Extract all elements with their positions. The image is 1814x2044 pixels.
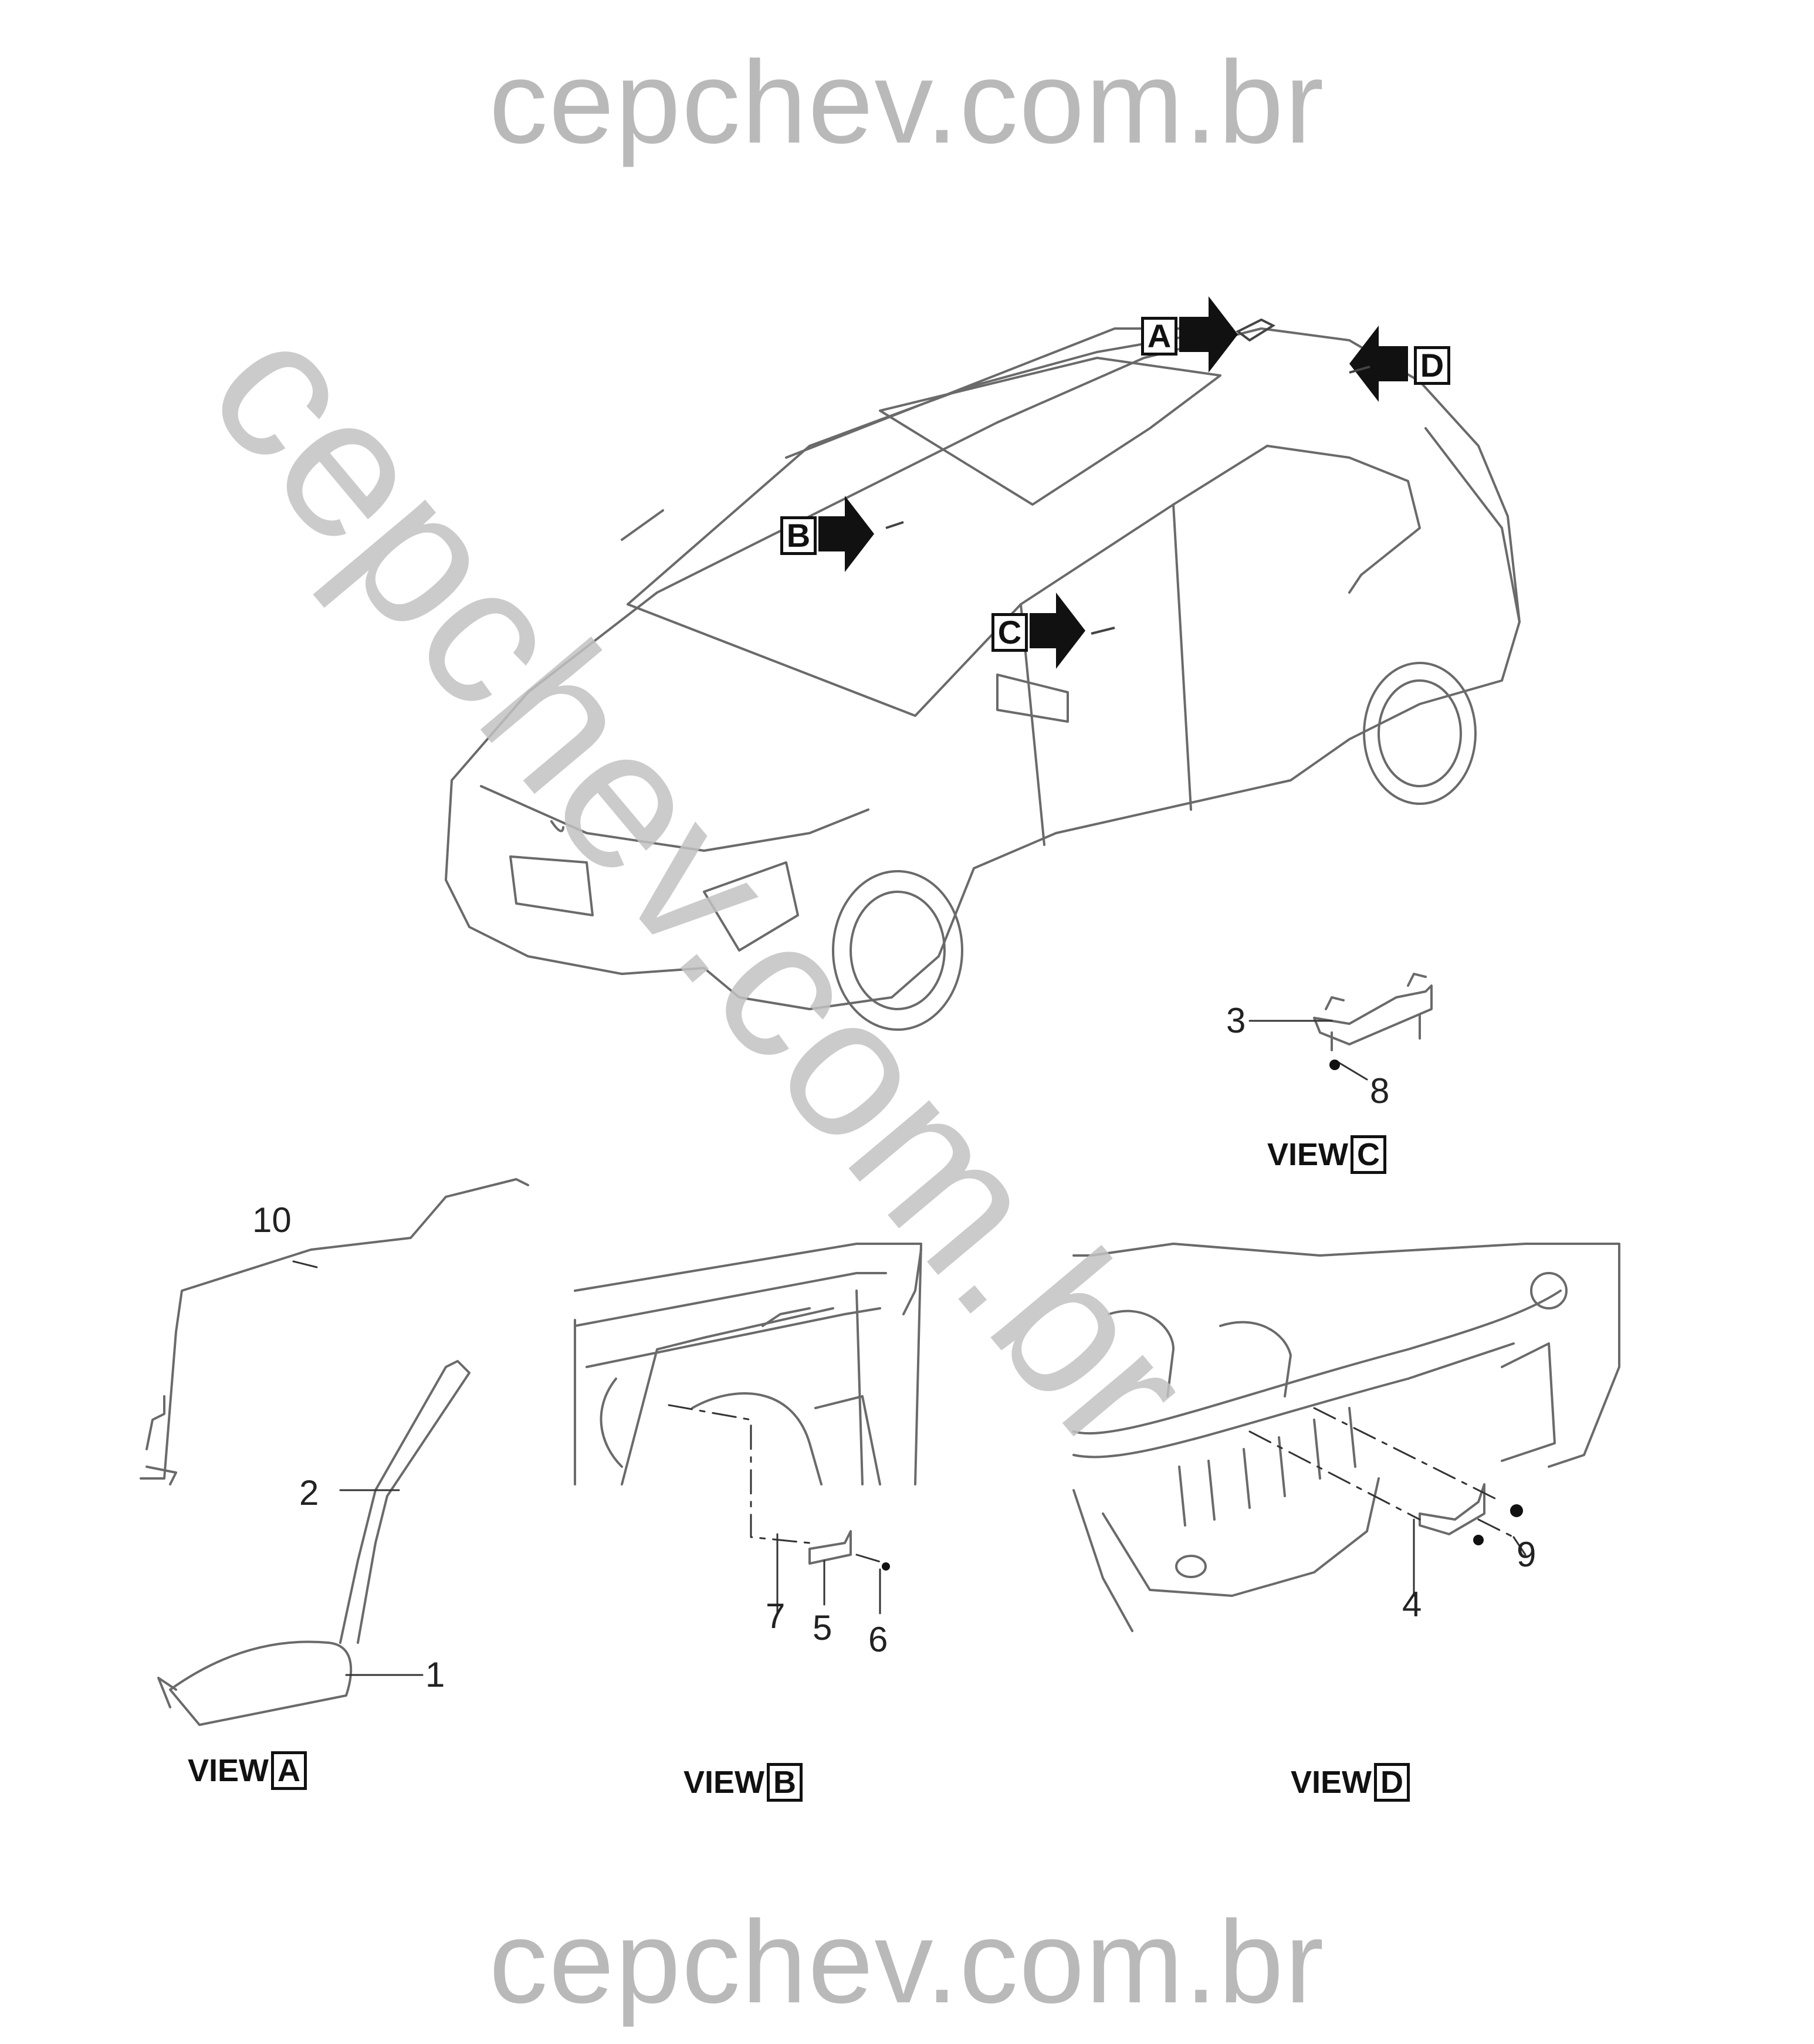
view-c-art: [1313, 973, 1433, 1051]
view-d-letter: D: [1374, 1763, 1410, 1802]
view-marker-b: B: [780, 516, 817, 555]
callout-4: 4: [1402, 1585, 1422, 1624]
view-b-art: [574, 1243, 922, 1565]
view-marker-a: A: [1141, 317, 1177, 356]
view-a-prefix: VIEW: [188, 1753, 269, 1788]
fasteners: [882, 1060, 1523, 1571]
callout-1: 1: [425, 1655, 445, 1694]
arrow-c: [1030, 593, 1085, 669]
watermark-bottom: cepchev.com.br: [489, 1897, 1325, 2028]
dashed-alignment: [668, 1404, 1515, 1565]
arrow-b: [818, 496, 874, 572]
callout-9: 9: [1517, 1535, 1537, 1574]
view-b-prefix: VIEW: [683, 1765, 765, 1800]
callout-3: 3: [1226, 1001, 1246, 1040]
callout-5: 5: [813, 1608, 832, 1647]
direction-arrows: [818, 296, 1408, 669]
view-c-prefix: VIEW: [1267, 1137, 1349, 1172]
view-marker-c: C: [991, 613, 1028, 652]
leader-lines: [292, 1020, 1527, 1676]
callout-7: 7: [766, 1596, 786, 1636]
arrow-d: [1349, 326, 1408, 402]
view-c-letter: C: [1351, 1135, 1387, 1174]
callout-6: 6: [868, 1620, 888, 1659]
view-a-art: [140, 1178, 529, 1726]
callout-10: 10: [252, 1200, 292, 1240]
callout-8: 8: [1370, 1071, 1390, 1111]
view-marker-d: D: [1414, 346, 1450, 385]
view-d-prefix: VIEW: [1291, 1765, 1372, 1800]
arrow-a: [1179, 296, 1238, 373]
view-a-letter: A: [271, 1751, 307, 1790]
callout-2: 2: [299, 1473, 319, 1512]
watermark-top: cepchev.com.br: [489, 37, 1325, 168]
view-d-art: [1072, 1243, 1620, 1632]
view-b-letter: B: [767, 1763, 803, 1802]
